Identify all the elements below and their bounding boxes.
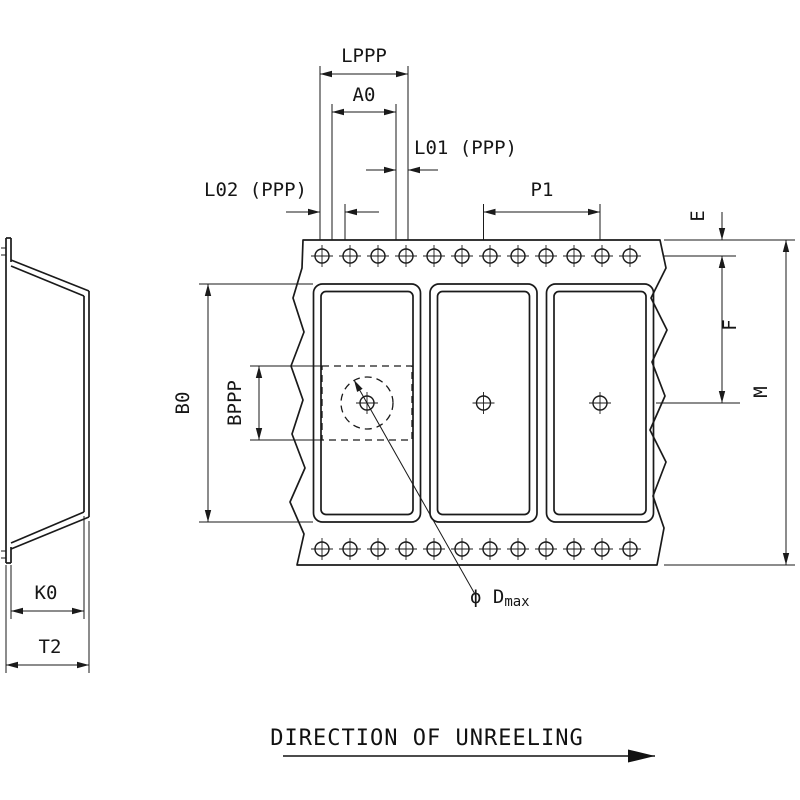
pocket-1 xyxy=(312,283,422,523)
dim-label-e: E xyxy=(687,210,709,221)
dim-label-lppp: LPPP xyxy=(341,45,387,67)
tape-side-view xyxy=(1,237,90,564)
dim-label-a0: A0 xyxy=(353,84,376,106)
dashed-component-outline xyxy=(321,365,413,441)
pocket-3 xyxy=(545,283,655,523)
tape-top-view xyxy=(289,239,668,566)
dim-label-k0: K0 xyxy=(35,582,58,604)
dmax-callout: ϕ Dmax xyxy=(353,379,530,610)
dim-label-p1: P1 xyxy=(531,179,554,201)
dim-label-l02: L02 (PPP) xyxy=(204,179,307,201)
direction-caption-text: DIRECTION OF UNREELING xyxy=(270,726,583,751)
dim-label-b0: B0 xyxy=(172,392,194,415)
dim-label-m: M xyxy=(750,386,772,397)
dim-label-dmax: ϕ Dmax xyxy=(470,586,530,610)
dim-label-f: F xyxy=(719,319,741,330)
dim-label-bppp: BPPP xyxy=(224,380,246,426)
dim-label-l01: L01 (PPP) xyxy=(414,137,517,159)
direction-caption: DIRECTION OF UNREELING xyxy=(270,726,655,763)
dim-label-t2: T2 xyxy=(39,636,62,658)
dimensions: LPPP A0 L01 (PPP) L02 (PPP) P1 E F xyxy=(5,45,795,673)
pocket-2 xyxy=(429,283,538,523)
